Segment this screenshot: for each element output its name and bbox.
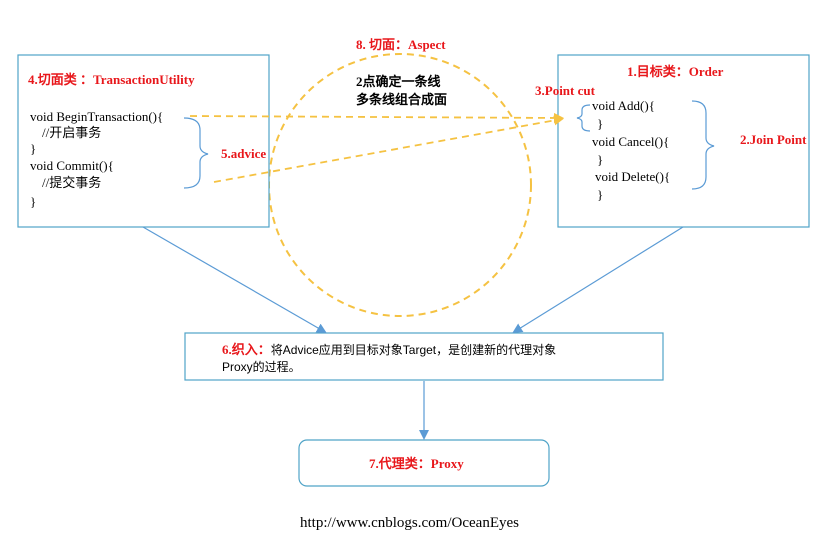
aspect-label: 8. 切面：Aspect [356,37,446,52]
weave-box [184,332,664,381]
arrow-target-to-weave [512,226,684,334]
aspect-class-box [17,54,270,228]
pointcut-line-commit [213,115,564,183]
target-class-title: 1.目标类：Order [627,64,724,79]
code-begin-close: } [30,141,36,156]
code-commit-close: } [30,194,36,209]
weave-description: 将Advice应用到目标对象Target，是创建新的代理对象 [271,342,556,357]
code-begin-comment: //开启事务 [42,125,101,140]
code-cancel: void Cancel(){ [592,134,669,149]
pointcut-brace [576,104,591,132]
point-line-note-1: 2点确定一条线 [356,74,441,89]
code-delete: void Delete(){ [595,169,670,184]
aspect-class-title: 4.切面类 ：TransactionUtility [28,72,195,87]
code-delete-close: } [597,187,603,202]
code-add-close: } [597,116,603,131]
code-begin-transaction: void BeginTransaction(){ [30,109,163,124]
weave-label: 6.织入： [222,342,271,357]
code-commit-comment: //提交事务 [42,175,101,190]
pointcut-label: 3.Point cut [535,83,596,98]
point-line-note-2: 多条线组合成面 [356,92,447,107]
proxy-label: 7.代理类：Proxy [369,456,464,471]
target-class-box [557,54,810,228]
footer-url: http://www.cnblogs.com/OceanEyes [300,515,519,531]
proxy-box [298,439,550,487]
weave-text-line2: Proxy的过程。 [222,359,301,374]
weave-text-line1: 6.织入：将Advice应用到目标对象Target，是创建新的代理对象 [222,342,556,357]
advice-brace [183,117,209,189]
arrow-aspect-to-weave [142,226,327,333]
joinpoint-label: 2.Join Point [740,132,807,147]
code-cancel-close: } [597,152,603,167]
joinpoint-brace [691,100,715,190]
code-commit: void Commit(){ [30,158,114,173]
advice-label: 5.advice [221,146,266,161]
pointcut-line-begin [189,112,564,123]
code-add: void Add(){ [592,98,655,113]
